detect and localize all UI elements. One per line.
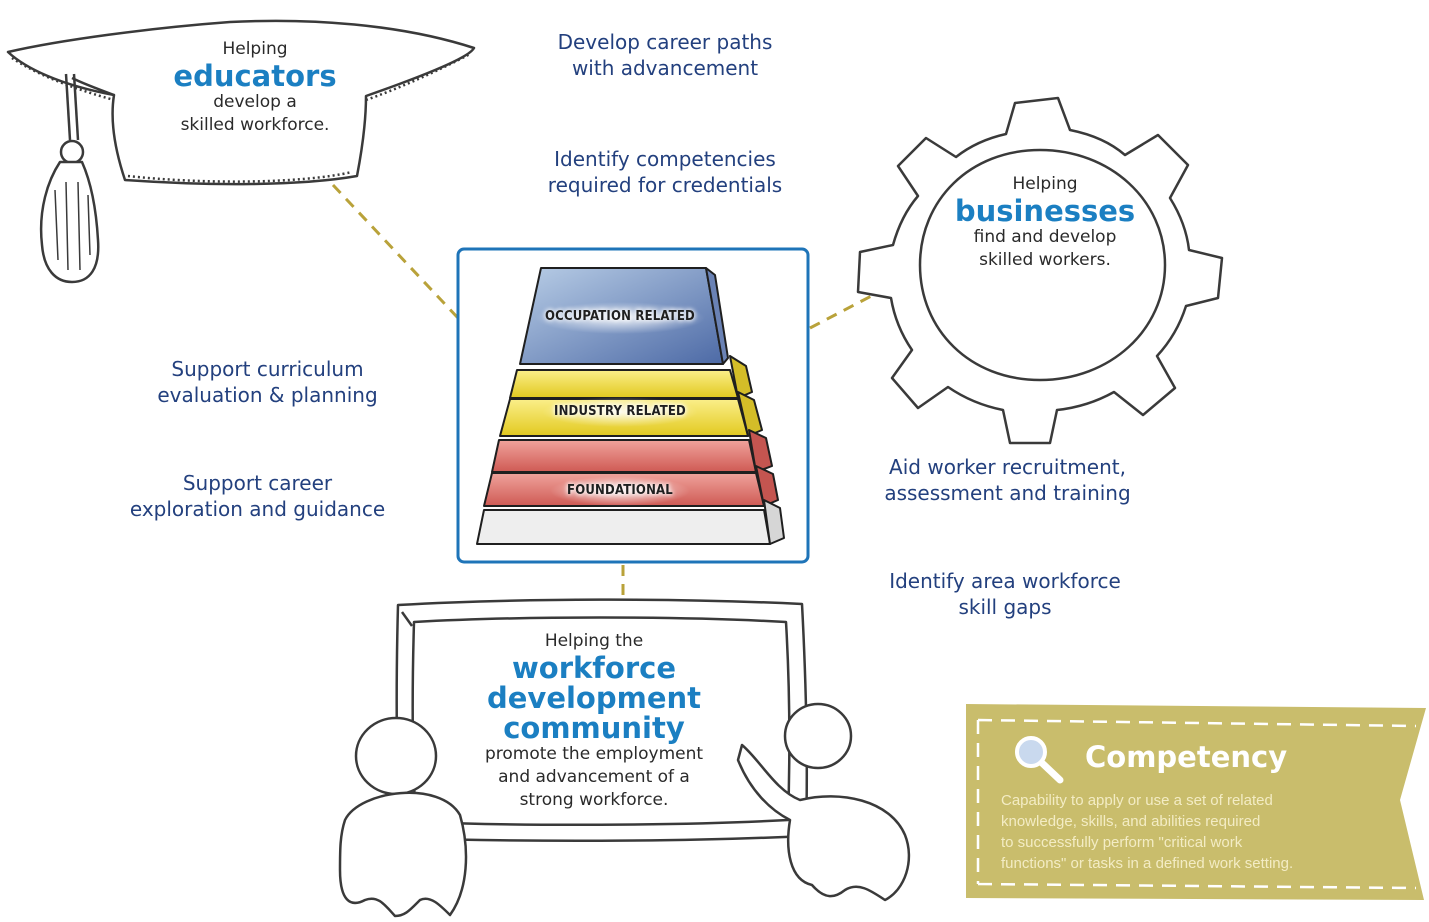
bullet-curriculum-line1: Support curriculum [171, 357, 364, 381]
educators-line2: develop a [213, 92, 297, 112]
bullet-career-paths-line2: with advancement [571, 56, 759, 80]
businesses-line1: Helping [1012, 174, 1078, 194]
bullet-competencies-line2: required for credentials [547, 173, 783, 197]
bullet-competencies: Identify competencies required for crede… [530, 146, 800, 198]
competency-definition-line1: Capability to apply or use a set of rela… [1001, 792, 1273, 809]
bullet-exploration: Support career exploration and guidance [120, 470, 395, 522]
graduation-cap-icon [6, 19, 476, 284]
tier-label-industry: INDUSTRY RELATED [554, 404, 686, 419]
tier-base [476, 509, 771, 545]
bullet-competencies-line1: Identify competencies [554, 147, 776, 171]
community-highlight-2: development [486, 681, 702, 715]
tier-label-foundational: FOUNDATIONAL [567, 483, 673, 498]
community-line3: and advancement of a [498, 767, 690, 787]
competency-title: Competency [1085, 740, 1288, 774]
community-card: Helping the workforce development commun… [454, 630, 734, 812]
competency-banner [966, 704, 1426, 900]
tier-foundational-upper [491, 439, 757, 473]
competency-definition-line3: to successfully perform "critical work [1001, 834, 1243, 851]
competency-definition-line2: knowledge, skills, and abilities require… [1001, 813, 1261, 830]
community-highlight-1: workforce [511, 651, 676, 685]
bullet-career-paths: Develop career paths with advancement [540, 29, 790, 81]
gear-icon [856, 96, 1224, 445]
competency-definition-line4: functions" or tasks in a defined work se… [1001, 855, 1294, 872]
bullet-recruitment-line2: assessment and training [884, 481, 1131, 505]
bullet-skill-gaps: Identify area workforce skill gaps [870, 568, 1140, 620]
community-line1: Helping the [544, 631, 644, 651]
businesses-line3: skilled workers. [979, 250, 1111, 270]
competency-definition: Capability to apply or use a set of rela… [1001, 790, 1401, 874]
competency-pyramid [476, 267, 785, 545]
bullet-skill-gaps-line1: Identify area workforce [889, 569, 1121, 593]
bullet-skill-gaps-line2: skill gaps [958, 595, 1052, 619]
bullet-exploration-line2: exploration and guidance [129, 497, 386, 521]
bullet-curriculum: Support curriculum evaluation & planning [140, 356, 395, 408]
community-line4: strong workforce. [519, 790, 669, 810]
bullet-recruitment: Aid worker recruitment, assessment and t… [870, 454, 1145, 506]
educators-line1: Helping [222, 39, 288, 59]
bullet-curriculum-line2: evaluation & planning [157, 383, 378, 407]
magnifier-icon [1015, 736, 1064, 784]
bullet-recruitment-line1: Aid worker recruitment, [889, 455, 1126, 479]
educators-line3: skilled workforce. [180, 115, 330, 135]
community-highlight-3: community [503, 711, 685, 745]
connector-educators [331, 183, 460, 320]
businesses-highlight: businesses [954, 194, 1136, 228]
bullet-career-paths-line1: Develop career paths [557, 30, 773, 54]
bullet-exploration-line1: Support career [182, 471, 333, 495]
educators-highlight: educators [173, 59, 337, 93]
tier-industry-upper [509, 369, 739, 399]
educators-card: Helping educators develop a skilled work… [150, 38, 360, 137]
tier-label-occupation: OCCUPATION RELATED [545, 309, 695, 324]
businesses-card: Helping businesses find and develop skil… [945, 173, 1145, 272]
businesses-line2: find and develop [973, 227, 1117, 247]
community-line2: promote the employment [484, 744, 704, 764]
whiteboard-people-icon [338, 598, 911, 918]
